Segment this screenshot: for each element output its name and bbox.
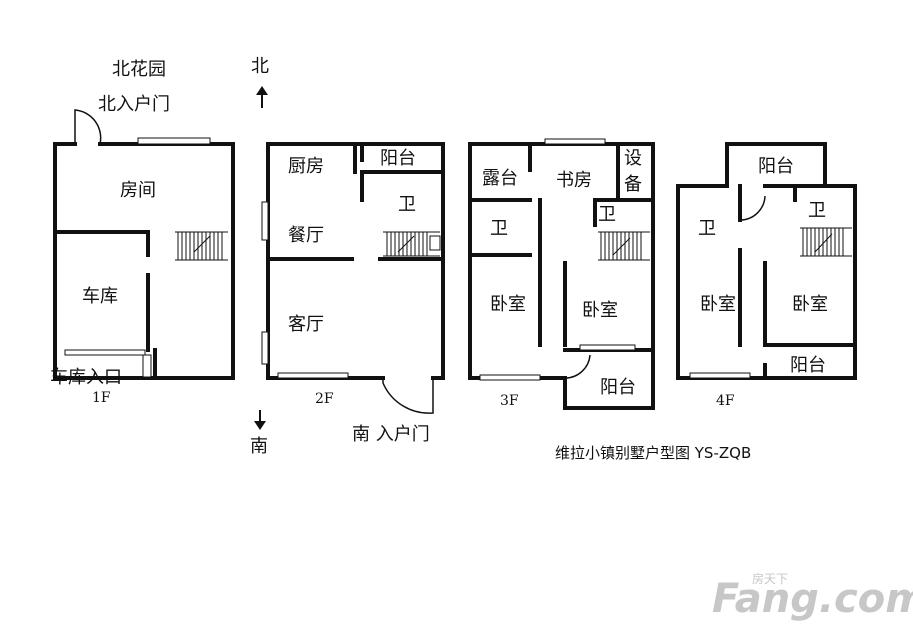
room-label: 阳台 [790, 355, 826, 376]
fang-logo-watermark: Fang.com 房天下 [712, 571, 913, 622]
room-label: 备 [624, 174, 642, 195]
watermark-main: Fang.com [712, 576, 913, 622]
room-label: 卧室 [792, 294, 828, 315]
stair-1f [175, 231, 228, 261]
garage-entry-label: 车库入口 [50, 367, 122, 388]
room-label: 设 [624, 148, 642, 169]
stair-3f [598, 231, 650, 261]
north-door-label: 北入户门 [98, 94, 170, 115]
north-arrow-icon [256, 86, 268, 108]
room-label: 卧室 [582, 300, 618, 321]
floor-1f: 房间 车库 车库入口 1F [50, 109, 235, 406]
room-label: 书房 [556, 170, 592, 191]
room-label: 餐厅 [288, 225, 324, 246]
south-arrow-icon [254, 410, 266, 430]
stair-2f [383, 231, 441, 257]
south-label: 南 [250, 436, 268, 457]
room-label: 客厅 [288, 314, 324, 335]
watermark-sub: 房天下 [752, 571, 788, 586]
room-label: 卫 [490, 218, 508, 239]
north-label: 北 [251, 56, 269, 77]
stair-4f [800, 227, 852, 257]
floor-label-1f: 1F [92, 390, 111, 406]
room-label: 卫 [808, 200, 826, 221]
room-label: 阳台 [600, 377, 636, 398]
room-label: 阳台 [380, 148, 416, 169]
room-label: 厨房 [288, 156, 324, 177]
south-door-label: 南 入户门 [352, 424, 430, 445]
room-label: 卫 [698, 218, 716, 239]
floor-label-3f: 3F [500, 393, 519, 409]
floor-4f: 阳台 卫 卫 卧室 卧室 阳台 4F [676, 142, 857, 409]
plan-caption: 维拉小镇别墅户型图 YS-ZQB [555, 444, 751, 462]
room-label: 卧室 [490, 294, 526, 315]
room-label: 房间 [120, 180, 156, 201]
room-label: 露台 [482, 168, 518, 189]
room-label: 卧室 [700, 294, 736, 315]
floor-3f: 露台 书房 设 备 卫 卫 卧室 卧室 阳台 3F [468, 138, 655, 410]
room-label: 阳台 [758, 156, 794, 177]
room-label: 车库 [82, 286, 118, 307]
floor-label-4f: 4F [716, 393, 735, 409]
floor-2f: 厨房 阳台 卫 餐厅 客厅 2F [261, 142, 445, 414]
room-label: 卫 [398, 194, 416, 215]
floor-label-2f: 2F [315, 391, 334, 407]
room-label: 卫 [598, 204, 616, 225]
north-garden-label: 北花园 [112, 59, 166, 80]
